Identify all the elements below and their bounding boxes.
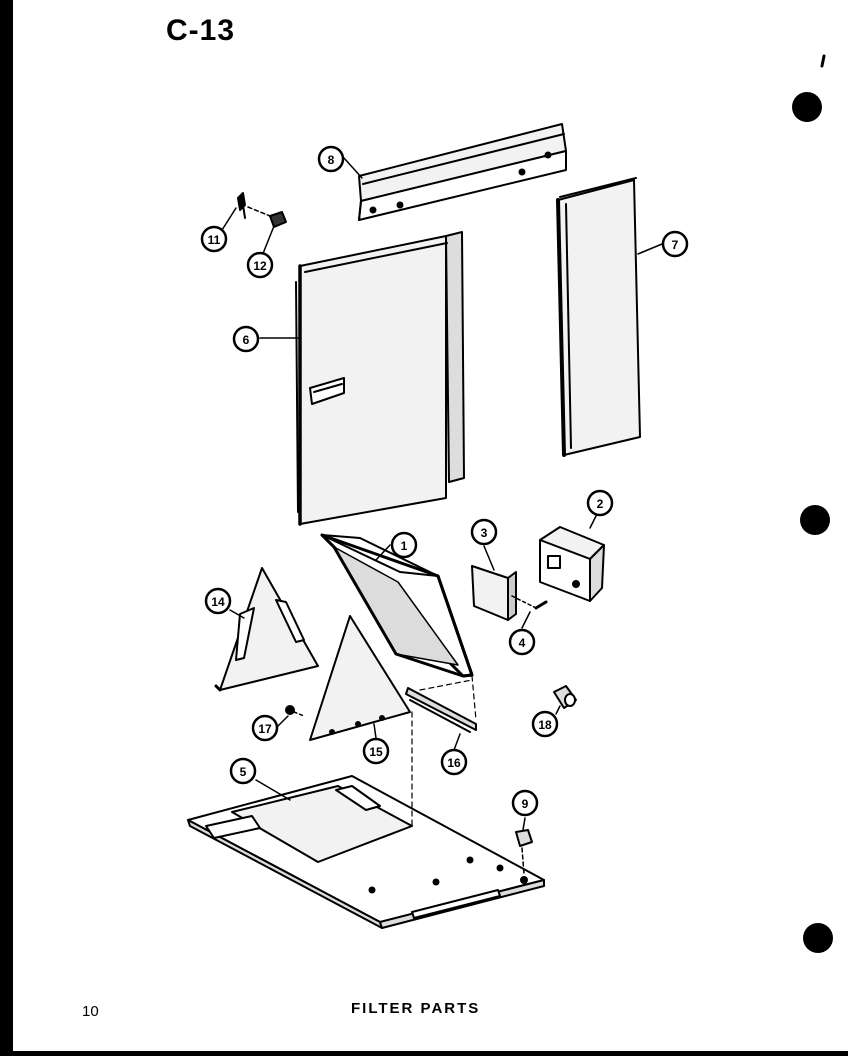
callout-circle [508,628,536,656]
callout-number: 15 [369,745,383,759]
callout-1-filter: 1 [390,531,418,559]
binder-hole-top [792,92,822,122]
left-triangle-support-part [214,567,319,692]
scan-edge-bottom [0,1051,848,1056]
callout-circle [586,489,614,517]
callout-9-grommet: 9 [511,789,539,817]
callout-8-top-rail: 8 [317,145,345,173]
wing-screw-part [237,192,246,219]
callout-number: 3 [481,526,488,540]
side-panel-part [556,177,641,457]
callout-11-wing-screw: 11 [200,225,228,253]
callout-number: 17 [258,722,272,736]
callout-15-right-triangle-support: 15 [362,737,390,765]
support-screw-part [285,705,305,717]
grommet-part [515,829,533,875]
callout-number: 16 [447,756,461,770]
plug-part [553,685,577,709]
front-panel-part [295,231,465,526]
callout-4-screw: 4 [508,628,536,656]
scan-mark [820,54,826,68]
callout-14-left-triangle-support: 14 [204,587,232,615]
bracket-part [471,565,517,621]
right-triangle-support-part [309,615,411,741]
callout-circle [661,230,689,258]
scan-edge-left [0,0,13,1056]
callout-circle [229,757,257,785]
page-id: C-13 [166,14,236,47]
callout-number: 5 [240,765,247,779]
callout-number: 12 [253,259,267,273]
control-box-part [539,526,605,602]
callout-circle [204,587,232,615]
callout-circle [531,710,559,738]
callout-number: 18 [538,718,552,732]
callout-number: 1 [401,539,408,553]
diagram-caption: FILTER PARTS [351,1000,481,1017]
callout-number: 8 [328,153,335,167]
callout-circle [511,789,539,817]
binder-hole-middle [800,505,830,535]
filter-rail-part [405,687,477,733]
callout-17-support-screw: 17 [251,714,279,742]
callout-circle [362,737,390,765]
callout-3-bracket: 3 [470,518,498,546]
top-rail-part [358,123,567,221]
callout-18-plug: 18 [531,710,559,738]
page-number: 10 [82,1003,99,1020]
callout-2-control-box: 2 [586,489,614,517]
callout-number: 9 [522,797,529,811]
callout-number: 2 [597,497,604,511]
callout-circle [440,748,468,776]
screw-part [511,595,548,610]
callout-circle [317,145,345,173]
callout-7-side-panel: 7 [661,230,689,258]
callout-circle [390,531,418,559]
callout-circle [232,325,260,353]
callout-circle [200,225,228,253]
callout-5-base-pan: 5 [229,757,257,785]
callout-number: 6 [243,333,250,347]
callout-6-front-panel: 6 [232,325,260,353]
callout-circle [470,518,498,546]
base-pan-part [187,775,545,929]
callout-number: 4 [519,636,526,650]
callout-number: 14 [211,595,225,609]
callout-circle [246,251,274,279]
binder-hole-bottom [803,923,833,953]
callout-16-filter-rail: 16 [440,748,468,776]
assembly-guide-lines [411,675,477,827]
filter-part [320,533,474,678]
callout-number: 7 [672,238,679,252]
callout-number: 11 [208,233,221,247]
callout-12-clip-nut: 12 [246,251,274,279]
callout-circle [251,714,279,742]
clip-nut-part [247,206,287,228]
